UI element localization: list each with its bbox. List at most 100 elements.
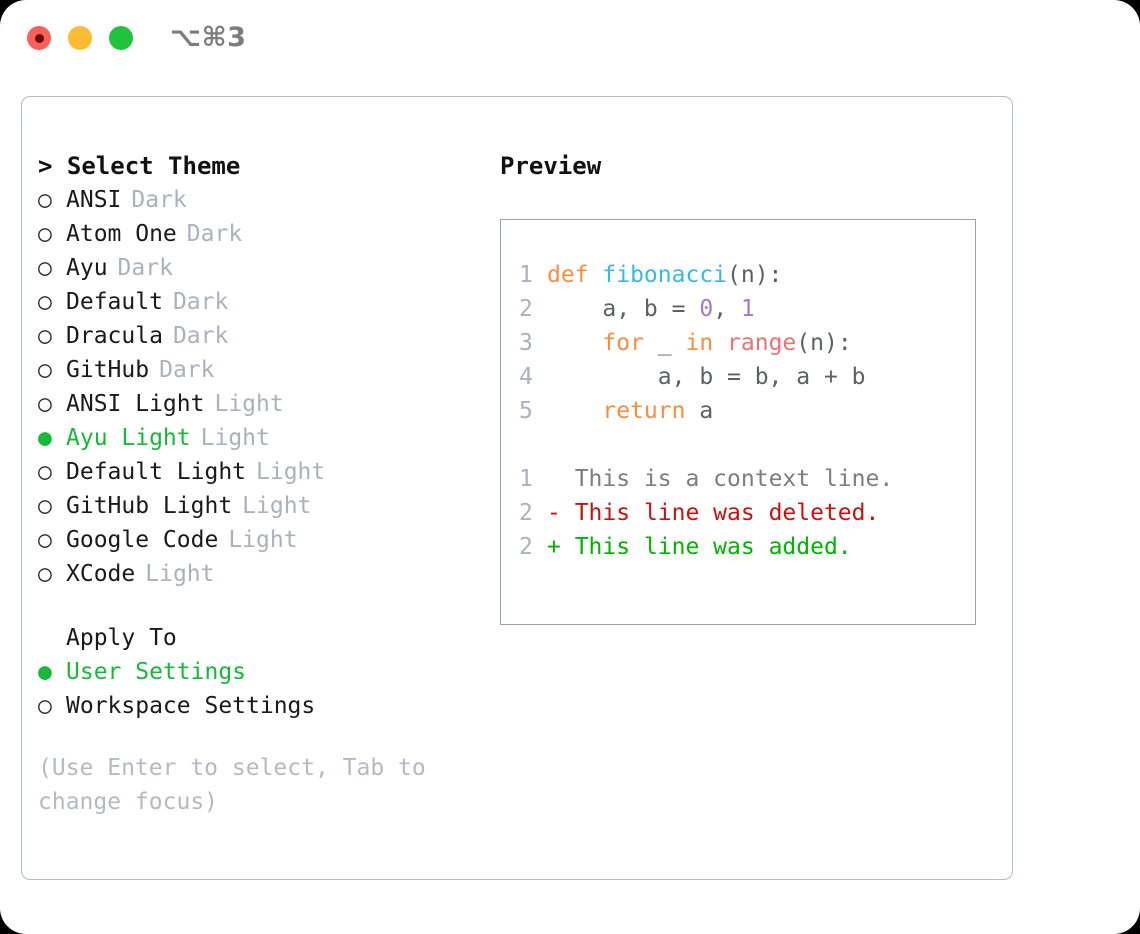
line-number: 2 <box>519 296 533 322</box>
code-token-pl: a <box>699 398 714 424</box>
code-line: 2 a, b = 0, 1 <box>519 292 975 326</box>
theme-option-default[interactable]: ○ Default Dark <box>38 285 488 319</box>
apply-to-label: Apply To <box>66 625 177 651</box>
theme-option-ansi-light[interactable]: ○ ANSI Light Light <box>38 387 488 421</box>
line-number: 5 <box>519 398 533 424</box>
radio-unselected-icon: ○ <box>38 693 52 719</box>
code-token-pl: (n): <box>727 262 783 288</box>
code-diff-separator <box>519 428 975 462</box>
code-token-fn: fibonacci <box>602 262 728 288</box>
code-token-kw: for <box>547 330 658 356</box>
apply-to-option-user-settings[interactable]: ● User Settings <box>38 655 488 689</box>
radio-unselected-icon: ○ <box>38 391 52 417</box>
code-token-pl: (n): <box>796 330 852 356</box>
radio-unselected-icon: ○ <box>38 221 52 247</box>
preview-heading: Preview <box>500 152 602 180</box>
select-theme-heading: > Select Theme <box>38 152 241 180</box>
apply-to-option-workspace-settings[interactable]: ○ Workspace Settings <box>38 689 488 723</box>
theme-option-label: Default <box>66 289 163 315</box>
line-number: 4 <box>519 364 533 390</box>
radio-unselected-icon: ○ <box>38 323 52 349</box>
radio-unselected-icon: ○ <box>38 289 52 315</box>
line-number: 2 <box>519 534 533 560</box>
theme-option-label: XCode <box>66 561 136 587</box>
apply-to-option-label: User Settings <box>66 659 247 685</box>
diff-text: This is a context line. <box>574 466 894 492</box>
theme-option-ayu-light[interactable]: ● Ayu Light Light <box>38 421 488 455</box>
line-number: 2 <box>519 500 533 526</box>
code-token-kw: return <box>547 398 700 424</box>
code-token-num: 1 <box>740 296 755 322</box>
window-titlebar: ⌥⌘3 <box>0 0 1140 78</box>
code-line: 3 for _ in range(n): <box>519 326 975 360</box>
theme-option-label: Dracula <box>66 323 163 349</box>
theme-option-github[interactable]: ○ GitHub Dark <box>38 353 488 387</box>
keyboard-hint-text: (Use Enter to select, Tab to change focu… <box>38 755 440 815</box>
diff-text: This line was deleted. <box>574 500 880 526</box>
theme-option-variant-tag: Light <box>228 527 298 553</box>
maximize-button[interactable] <box>109 26 133 50</box>
code-token-pl: a, b = <box>547 296 700 322</box>
radio-unselected-icon: ○ <box>38 255 52 281</box>
theme-option-label: Ayu Light <box>66 425 191 451</box>
theme-option-variant-tag: Dark <box>172 323 229 349</box>
code-token-call: range <box>727 330 797 356</box>
radio-unselected-icon: ○ <box>38 459 52 485</box>
theme-option-label: GitHub Light <box>66 493 233 519</box>
theme-option-variant-tag: Light <box>200 425 270 451</box>
code-token-pl: , <box>713 296 741 322</box>
line-number: 1 <box>519 466 533 492</box>
apply-to-option-label: Workspace Settings <box>66 693 316 719</box>
theme-option-label: Default Light <box>66 459 247 485</box>
code-line: 5 return a <box>519 394 975 428</box>
theme-option-label: Google Code <box>66 527 219 553</box>
window-title-shortcut: ⌥⌘3 <box>170 22 247 53</box>
traffic-lights <box>27 26 133 50</box>
theme-option-label: ANSI <box>66 187 122 213</box>
theme-option-variant-tag: Light <box>242 493 312 519</box>
theme-option-default-light[interactable]: ○ Default Light Light <box>38 455 488 489</box>
theme-option-variant-tag: Dark <box>186 221 243 247</box>
diff-marker: + <box>547 534 575 560</box>
diff-sample: 1 This is a context line. 2- This line wa… <box>519 462 975 564</box>
code-line: 4 a, b = b, a + b <box>519 360 975 394</box>
radio-unselected-icon: ○ <box>38 187 52 213</box>
theme-option-google-code[interactable]: ○ Google Code Light <box>38 523 488 557</box>
theme-option-variant-tag: Dark <box>159 357 215 383</box>
code-token-kw: in <box>685 330 728 356</box>
diff-marker <box>547 466 575 492</box>
theme-option-variant-tag: Light <box>256 459 326 485</box>
theme-option-github-light[interactable]: ○ GitHub Light Light <box>38 489 488 523</box>
line-number: 1 <box>519 262 533 288</box>
diff-marker: - <box>547 500 575 526</box>
apply-to-option-list: ● User Settings ○ Workspace Settings <box>38 655 488 723</box>
minimize-button[interactable] <box>68 26 92 50</box>
diff-line: 2 + This line was added. <box>519 530 975 564</box>
theme-option-dracula[interactable]: ○ Dracula Dark <box>38 319 488 353</box>
theme-option-label: Ayu <box>66 255 108 281</box>
theme-option-variant-tag: Dark <box>172 289 229 315</box>
diff-text: This line was added. <box>574 534 852 560</box>
close-button[interactable] <box>27 26 51 50</box>
radio-selected-icon: ● <box>38 425 52 451</box>
theme-option-variant-tag: Light <box>145 561 215 587</box>
theme-option-label: ANSI Light <box>66 391 205 417</box>
theme-option-variant-tag: Light <box>214 391 284 417</box>
theme-option-label: GitHub <box>66 357 150 383</box>
radio-unselected-icon: ○ <box>38 527 52 553</box>
code-token-pl: a, b = b, a + b <box>547 364 866 390</box>
radio-selected-icon: ● <box>38 659 52 685</box>
radio-unselected-icon: ○ <box>38 357 52 383</box>
radio-unselected-icon: ○ <box>38 493 52 519</box>
diff-line: 2- This line was deleted. <box>519 496 975 530</box>
